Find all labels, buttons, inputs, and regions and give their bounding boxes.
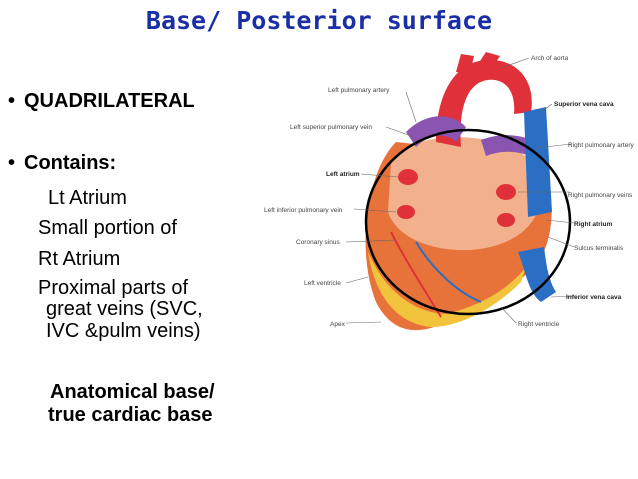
label-right-ventricle: Right ventricle <box>518 321 560 328</box>
bullet-contains-text: Contains: <box>24 152 117 174</box>
pulmonary-vein <box>497 213 515 227</box>
label-right-pulmonary-veins: Right pulmonary veins <box>568 192 633 199</box>
label-left-atrium: Left atrium <box>326 171 360 178</box>
aorta-top <box>456 52 500 74</box>
slide-title: Base/ Posterior surface <box>145 6 493 35</box>
pulmonary-vein <box>397 205 415 219</box>
bullet-symbol: • <box>8 90 16 112</box>
base-highlight-circle <box>364 128 572 316</box>
epicardial-fat <box>368 252 526 327</box>
label-left-pulmonary-artery: Left pulmonary artery <box>328 87 390 94</box>
right-pulmonary-artery <box>481 135 538 158</box>
footer-line: Anatomical base/ <box>50 381 215 403</box>
label-superior-vena-cava: Superior vena cava <box>554 101 614 108</box>
label-inferior-vena-cava: Inferior vena cava <box>566 294 622 301</box>
bullet-contains: • Contains: <box>8 152 116 175</box>
bullet-quadrilateral-text: QUADRILATERAL <box>24 90 195 112</box>
superior-vena-cava <box>524 107 552 217</box>
content-line: Lt Atrium <box>48 187 127 209</box>
footer-line: true cardiac base <box>48 404 213 426</box>
coronary-vessel <box>415 241 482 303</box>
leader-lines <box>345 57 577 324</box>
content-line: Small portion of <box>38 217 177 239</box>
bullet-symbol: • <box>8 152 16 174</box>
content-line: Rt Atrium <box>38 248 121 270</box>
pulmonary-vein <box>398 169 418 185</box>
pulmonary-vein <box>496 184 516 200</box>
bullet-quadrilateral: • QUADRILATERAL <box>8 90 195 113</box>
label-coronary-sinus: Coronary sinus <box>296 239 340 246</box>
content-line: Proximal parts of <box>38 277 189 299</box>
label-left-superior-pulmonary-vein: Left superior pulmonary vein <box>290 124 372 131</box>
content-line: great veins (SVC, <box>46 298 203 320</box>
content-line: IVC &pulm veins) <box>46 320 201 342</box>
label-right-atrium: Right atrium <box>574 221 612 228</box>
label-right-pulmonary-artery: Right pulmonary artery <box>568 142 634 149</box>
heart-illustration: Left pulmonary artery Arch of aorta Supe… <box>264 52 634 331</box>
label-apex: Apex <box>330 321 346 328</box>
inferior-vena-cava <box>518 247 556 302</box>
atrium-shape <box>388 137 541 251</box>
heart-posterior-figure: Left pulmonary artery Arch of aorta Supe… <box>256 52 638 352</box>
label-left-ventricle: Left ventricle <box>304 280 341 287</box>
label-left-inferior-pulmonary-vein: Left inferior pulmonary vein <box>264 207 343 214</box>
label-sulcus-terminalis: Sulcus terminalis <box>574 245 624 252</box>
label-arch-of-aorta: Arch of aorta <box>531 55 569 62</box>
